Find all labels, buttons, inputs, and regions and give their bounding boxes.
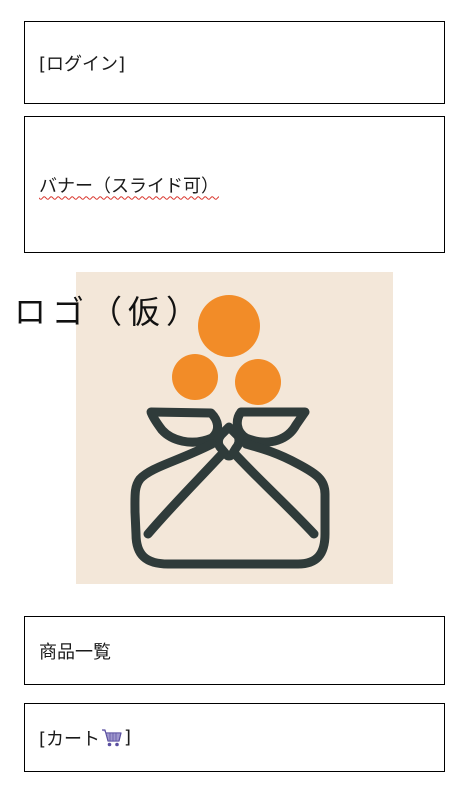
cart-link[interactable]: [カート ] (24, 703, 445, 772)
product-list-link[interactable]: 商品一覧 (24, 616, 445, 685)
banner-slider[interactable]: バナー（スライド可） (24, 116, 445, 253)
right-dot (235, 359, 281, 405)
logo-placeholder-label: ロゴ（仮） (14, 293, 205, 331)
shopping-cart-icon (102, 728, 122, 746)
cart-label-prefix: [カート (39, 728, 101, 750)
top-dot (198, 295, 260, 357)
left-dot (172, 354, 218, 400)
logo-image (76, 272, 393, 584)
login-label: [ログイン] (39, 53, 126, 75)
product-list-label: 商品一覧 (39, 641, 111, 663)
login-link[interactable]: [ログイン] (24, 21, 445, 104)
furoshiki-bundle-icon (130, 295, 330, 569)
cart-label-suffix: ] (124, 727, 132, 748)
banner-label: バナー（スライド可） (39, 175, 219, 197)
